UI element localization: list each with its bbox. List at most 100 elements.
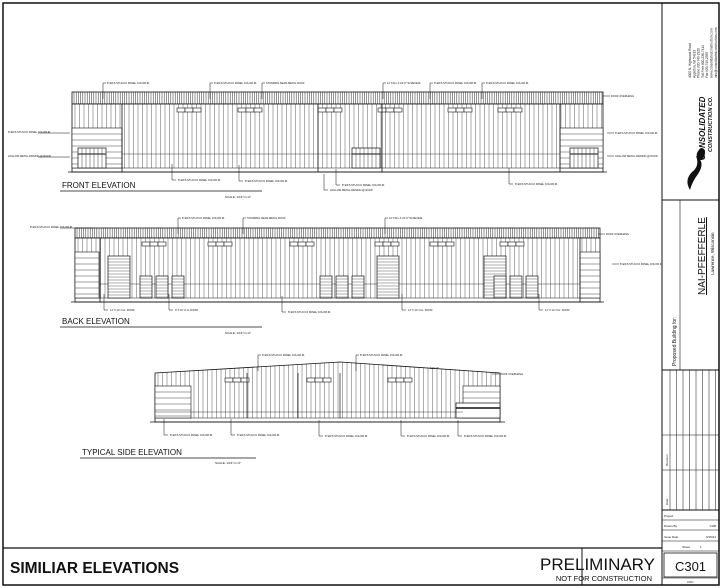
callout-text: 8' EIFS STUCCO PANEL COLOR #1 xyxy=(486,81,529,85)
address-line: Appleton, WI 54913 xyxy=(692,50,696,78)
row-sheet-value: 1 xyxy=(700,545,702,549)
address-line: Fax 920-749-2955 xyxy=(705,52,709,78)
callout-text: 14' X 14' O.H. DOOR xyxy=(110,308,135,312)
callout-text: 8' EIFS STUCCO PANEL COLOR #1 xyxy=(178,178,221,182)
clerestory-window xyxy=(382,241,392,247)
callout-text: 14' X 14' O.H. DOOR xyxy=(545,308,570,312)
clerestory-window xyxy=(149,241,159,247)
clerestory-window xyxy=(497,107,507,113)
clerestory-window xyxy=(429,241,439,247)
callout-label: 8' EIFS STUCCO PANEL COLOR #1 xyxy=(429,81,477,99)
callout-text: 8' EIFS STUCCO PANEL COLOR #1 xyxy=(237,433,280,437)
callout-text: 8' EIFS STUCCO PANEL COLOR #1 xyxy=(515,182,558,186)
callout-text: HOLLOW METAL AWNING @ ROOF xyxy=(615,154,658,158)
callout-text: 8' EIFS STUCCO PANEL COLOR #1 xyxy=(182,216,225,220)
callout-label: STANDING SEAM METAL ROOF xyxy=(261,81,305,99)
row-drawn-by-value: CHB xyxy=(710,524,716,528)
callout-label: 8' EIFS STUCCO PANEL COLOR #1 xyxy=(8,130,70,134)
storefront xyxy=(77,147,107,169)
door xyxy=(351,275,365,299)
clerestory-window xyxy=(463,107,473,113)
clerestory-window xyxy=(297,241,307,247)
callout-text: 12' TALL X 24'-0" W REVEAL xyxy=(387,81,421,85)
callout-label: 8' EIFS STUCCO PANEL COLOR #1 xyxy=(163,419,213,437)
callout-label: 8' EIFS STUCCO PANEL COLOR #1 xyxy=(457,420,507,438)
clerestory-window xyxy=(215,241,225,247)
door xyxy=(525,275,539,299)
clerestory-window xyxy=(322,377,332,383)
project-location: Lawrence, Wisconsin xyxy=(710,232,715,275)
storefront xyxy=(455,402,501,419)
callout-label: HOLLOW METAL AWNING @ ROOF xyxy=(8,154,70,158)
door xyxy=(335,275,349,299)
callout-label: 8' EIFS STUCCO PANEL COLOR #1 xyxy=(400,420,450,438)
elevation-drawings: 8' EIFS STUCCO PANEL COLOR #1 8' EIFS STU… xyxy=(8,81,663,438)
stucco-panel xyxy=(579,251,601,299)
roof-fascia xyxy=(71,91,604,105)
callout-text: 12' TALL X 24'-0" W REVEAL xyxy=(389,216,423,220)
callout-label: 9' X 10' O.H. DOOR xyxy=(168,294,198,312)
project-label: Proposed Building for: xyxy=(672,317,678,366)
clerestory-window xyxy=(447,107,457,113)
back-elevation-title-block: BACK ELEVATION SCALE: 1/16"=1'-0" xyxy=(60,317,262,335)
callout-text: 9' X 10' O.H. DOOR xyxy=(175,308,198,312)
front-elevation-title-block: FRONT ELEVATION SCALE: 1/16"=1'-0" xyxy=(60,181,262,199)
stucco-panel xyxy=(154,385,192,419)
callout-text: 8' EIFS STUCCO PANEL COLOR #1 xyxy=(620,262,663,266)
logo-swoosh-icon xyxy=(687,156,702,190)
address-line: Toll Free 800-236-7414 xyxy=(701,45,705,78)
row-issue-date-value: 3/15/21 xyxy=(706,535,716,539)
address-line: info@consolidatedconstruction.com xyxy=(714,27,718,78)
door xyxy=(493,275,507,299)
sheet-title: SIMILIAR ELEVATIONS xyxy=(10,560,179,577)
callout-text: 8' EIFS STUCCO PANEL COLOR #1 xyxy=(360,353,403,357)
row-project-label: Project xyxy=(664,514,674,518)
row-issue-date-label: Issue Date xyxy=(664,535,679,539)
clerestory-window xyxy=(207,241,217,247)
door xyxy=(155,275,169,299)
clerestory-window xyxy=(385,107,395,113)
back-elevation-scale: SCALE: 1/16"=1'-0" xyxy=(225,331,251,335)
clerestory-window xyxy=(223,241,233,247)
callout-text: ROOF OVERHANG xyxy=(611,94,634,98)
clerestory-window xyxy=(513,107,523,113)
callout-text: 8' EIFS STUCCO PANEL COLOR #1 xyxy=(615,131,658,135)
door xyxy=(319,275,333,299)
sheet-number-box xyxy=(663,552,718,578)
callout-label: 12' TALL X 24'-0" W REVEAL xyxy=(382,81,421,99)
clerestory-window xyxy=(437,241,447,247)
clerestory-window xyxy=(505,107,515,113)
address-line: Phone 920-749-2920 xyxy=(697,48,701,78)
clerestory-window xyxy=(306,377,316,383)
callout-text: 8' EIFS STUCCO PANEL COLOR #1 xyxy=(325,434,368,438)
door xyxy=(171,275,185,299)
clerestory-window xyxy=(184,107,194,113)
clerestory-window xyxy=(325,107,335,113)
side-elevation-scale: SCALE: 1/16"=1'-0" xyxy=(215,461,241,465)
gable-wall xyxy=(154,361,501,423)
callout-text: ROOF OVERHANG xyxy=(606,232,629,236)
sheet-number: C301 xyxy=(675,559,706,574)
clerestory-window xyxy=(224,377,234,383)
side-elevation-drawing xyxy=(150,361,505,423)
callout-text: 8' EIFS STUCCO PANEL COLOR #1 xyxy=(8,130,51,134)
clerestory-window xyxy=(176,107,186,113)
callout-text: STANDING SEAM METAL ROOF xyxy=(247,216,286,220)
clerestory-window xyxy=(237,107,247,113)
company-name: CONSOLIDATED xyxy=(698,96,707,160)
callout-label: 8' EIFS STUCCO PANEL COLOR #1 xyxy=(30,225,92,229)
callout-text: 8' EIFS STUCCO PANEL COLOR #1 xyxy=(262,353,305,357)
sheet-sub: DSC xyxy=(687,580,694,584)
clerestory-window xyxy=(393,107,403,113)
callout-label: 8' EIFS STUCCO PANEL COLOR #1 xyxy=(177,216,225,234)
clerestory-window xyxy=(192,107,202,113)
callout-text: 14' X 14' O.H. DOOR xyxy=(408,308,433,312)
door xyxy=(509,275,523,299)
callout-text: STANDING SEAM METAL ROOF xyxy=(266,81,305,85)
project-name: NAI-PFEFFERLE xyxy=(697,217,708,295)
callout-text: 8' EIFS STUCCO PANEL COLOR #1 xyxy=(107,81,150,85)
revision-table: Date Revision xyxy=(662,370,719,511)
clerestory-window xyxy=(374,241,384,247)
company-name-sub: CONSTRUCTION CO. xyxy=(708,96,714,152)
